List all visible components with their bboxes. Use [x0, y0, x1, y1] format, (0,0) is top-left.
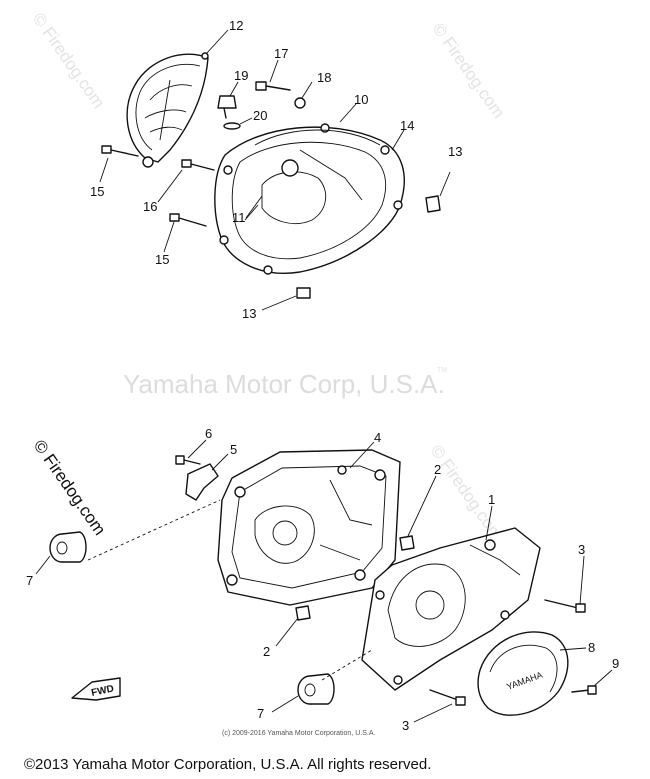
part-2-dowel-upper: [399, 535, 415, 551]
callout-3-bottom: 3: [402, 718, 409, 733]
fwd-label: FWD: [90, 683, 115, 698]
callout-19: 19: [234, 68, 248, 83]
callout-3-right: 3: [578, 542, 585, 557]
part-14-case-cover: [214, 123, 405, 275]
callout-8: 8: [588, 640, 595, 655]
part-13-dowel-bottom: [296, 287, 311, 299]
part-8-side-cover: YAMAHA: [477, 631, 569, 716]
part-13-dowel-right: [425, 195, 441, 213]
part-10-gasket: [254, 129, 381, 146]
callout-16: 16: [143, 199, 157, 214]
part-2-dowel-lower: [295, 605, 311, 621]
callout-13-bottom: 13: [242, 306, 256, 321]
part-17-bolt: [255, 81, 291, 91]
part-3-bolt-bottom: [429, 689, 466, 706]
part-4-crankcase: [217, 449, 401, 606]
small-copyright: (c) 2009-2016 Yamaha Motor Corporation, …: [222, 730, 375, 737]
callout-12: 12: [229, 18, 243, 33]
callout-11: 11: [232, 210, 246, 225]
callout-4: 4: [374, 430, 381, 445]
part-20-oring: [223, 122, 241, 130]
watermark-top-right: © Firedog.com: [429, 19, 509, 121]
watermark-tm: TM: [437, 367, 447, 374]
callout-2-lower: 2: [263, 644, 270, 659]
watermark-yamaha: Yamaha Motor Corp, U.S.A.: [123, 369, 445, 399]
footer-copyright: ©2013 Yamaha Motor Corporation, U.S.A. A…: [24, 756, 431, 773]
callout-1: 1: [488, 492, 495, 507]
callout-5: 5: [230, 442, 237, 457]
part-1-crankcase-right: [361, 527, 541, 691]
callout-6: 6: [205, 426, 212, 441]
callout-10: 10: [354, 92, 368, 107]
callout-13-right: 13: [448, 144, 462, 159]
part-15-bolt-lower: [169, 213, 207, 227]
part-19-fitting: [217, 95, 237, 119]
part-9-screw: [571, 685, 597, 695]
callout-18: 18: [317, 70, 331, 85]
part-16-bolt: [181, 159, 215, 171]
part-5-bracket: [185, 463, 219, 501]
leaders-bottom: [35, 439, 613, 723]
fwd-arrow: FWD: [71, 677, 121, 701]
part-7-mount-left: [49, 531, 87, 563]
part-7-mount-bottom: [297, 673, 335, 705]
watermark-mid-left: © Firedog.com: [30, 436, 110, 538]
watermark-top-left: © Firedog.com: [29, 9, 109, 111]
callout-7-left: 7: [26, 573, 33, 588]
callout-17: 17: [274, 46, 288, 61]
part-12-cover: [126, 52, 209, 168]
part-18-washer: [294, 97, 306, 109]
callout-20: 20: [253, 108, 267, 123]
part-3-bolt-right: [544, 599, 586, 613]
callout-7-bottom: 7: [257, 706, 264, 721]
callout-9: 9: [612, 656, 619, 671]
callout-15-lower: 15: [155, 252, 169, 267]
callout-14: 14: [400, 118, 414, 133]
part-15-bolt-top: [101, 145, 139, 157]
callout-15-top: 15: [90, 184, 104, 199]
leaders-top: [99, 29, 451, 311]
part-6-screw: [175, 455, 201, 465]
callout-2-upper: 2: [434, 462, 441, 477]
